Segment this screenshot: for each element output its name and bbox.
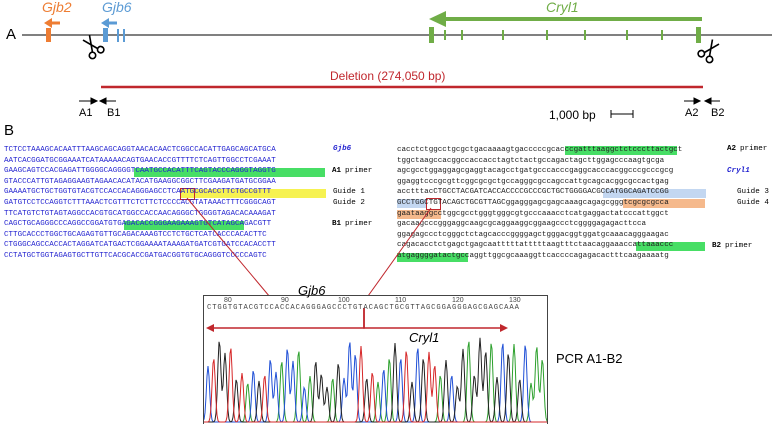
b1-label: B1 (332, 220, 342, 228)
position-tick: 80 (224, 297, 232, 304)
primer-a1-label: A1 (79, 107, 93, 119)
position-tick: 90 (281, 297, 289, 304)
b2-primer-label: primer (725, 242, 753, 250)
cryl1-header: Cryl1 (727, 167, 750, 175)
position-tick: 110 (395, 297, 406, 304)
gjb6-arrow-icon (206, 324, 214, 332)
a2-label: A2 (727, 145, 737, 153)
b1-primer-label: primer (345, 220, 373, 228)
primer-a1-highlight (134, 168, 325, 177)
cryl1-label: Cryl1 (546, 0, 579, 15)
guide1-label: Guide 1 (333, 188, 365, 196)
guide4-highlight-2 (397, 210, 441, 219)
chromatogram-panel: 80 90 100 110 120 130 CTGGTGTACGTCCACCACAGGGA… (203, 295, 548, 424)
scale-label: 1,000 bp (549, 108, 596, 122)
gjb2-arrow-head (44, 18, 52, 28)
a1-primer-label: primer (345, 167, 373, 175)
primer-b2-highlight (636, 242, 705, 251)
primer-a2-label: A2 (685, 107, 699, 119)
guide2-label: Guide 2 (333, 199, 365, 207)
guide3-highlight (603, 189, 706, 198)
junction-box-right (426, 198, 441, 210)
chrom-cryl1-label: Cryl1 (409, 330, 440, 345)
scale-bar (610, 110, 634, 118)
scissors-left-icon (82, 35, 105, 60)
guide1-highlight (180, 189, 326, 198)
scissors-right-icon (697, 39, 720, 64)
cryl1-arrow-head (429, 11, 446, 27)
guide4-highlight (623, 199, 705, 208)
guide3-highlight-2 (397, 199, 426, 208)
cryl1-arrow-icon (500, 324, 508, 332)
primer-b1-highlight (124, 221, 244, 230)
gjb6-sequence: TCTCCTAAAGCACAATTTAAGCAGCAGGTAACACAACTCG… (4, 146, 276, 260)
gjb6-header: Gjb6 (333, 145, 352, 153)
gjb6-exon (103, 28, 108, 42)
position-tick: 130 (509, 297, 521, 304)
primer-arrows (79, 97, 720, 105)
guide4-label: Guide 4 (737, 199, 769, 207)
primer-a2-highlight (565, 146, 677, 155)
primer-b2-label: B2 (711, 107, 725, 119)
trace-sequence: CTGGTGTACGTCCACCACAGGGAGCCCTGTACAGCTGCGT… (207, 304, 520, 312)
gjb6-arrow-head (101, 18, 109, 28)
deletion-label: Deletion (274,050 bp) (330, 69, 446, 83)
gjb2-exon (46, 28, 51, 42)
guide3-label: Guide 3 (737, 188, 769, 196)
primer-b2-highlight-2 (397, 253, 468, 262)
cryl1-exons (444, 30, 663, 40)
panel-a-label: A (6, 26, 17, 43)
a2-primer-label: primer (740, 145, 768, 153)
position-tick: 120 (452, 297, 464, 304)
a1-label: A1 (332, 167, 342, 175)
panel-b-label: B (4, 122, 15, 139)
trace-T (204, 345, 547, 423)
chrom-gjb6-label: Gjb6 (298, 283, 326, 298)
cryl1-sequence: cacctctggcctgcgctgacaaaagtgacccccgcacccg… (397, 146, 683, 260)
cryl1-junction-line (363, 308, 504, 329)
b2-label: B2 (712, 242, 722, 250)
cryl1-exon-last (696, 27, 701, 43)
primer-b1-label: B1 (107, 107, 121, 119)
junction-box-left (180, 188, 195, 200)
gjb2-label: Gjb2 (42, 0, 72, 15)
cryl1-exon-first (429, 27, 434, 43)
pcr-label: PCR A1-B2 (556, 351, 623, 366)
trace-G (204, 337, 547, 423)
position-tick: 100 (338, 297, 350, 304)
chromatogram-trace: 80 90 100 110 120 130 (204, 297, 547, 423)
gjb6-label: Gjb6 (102, 0, 132, 15)
